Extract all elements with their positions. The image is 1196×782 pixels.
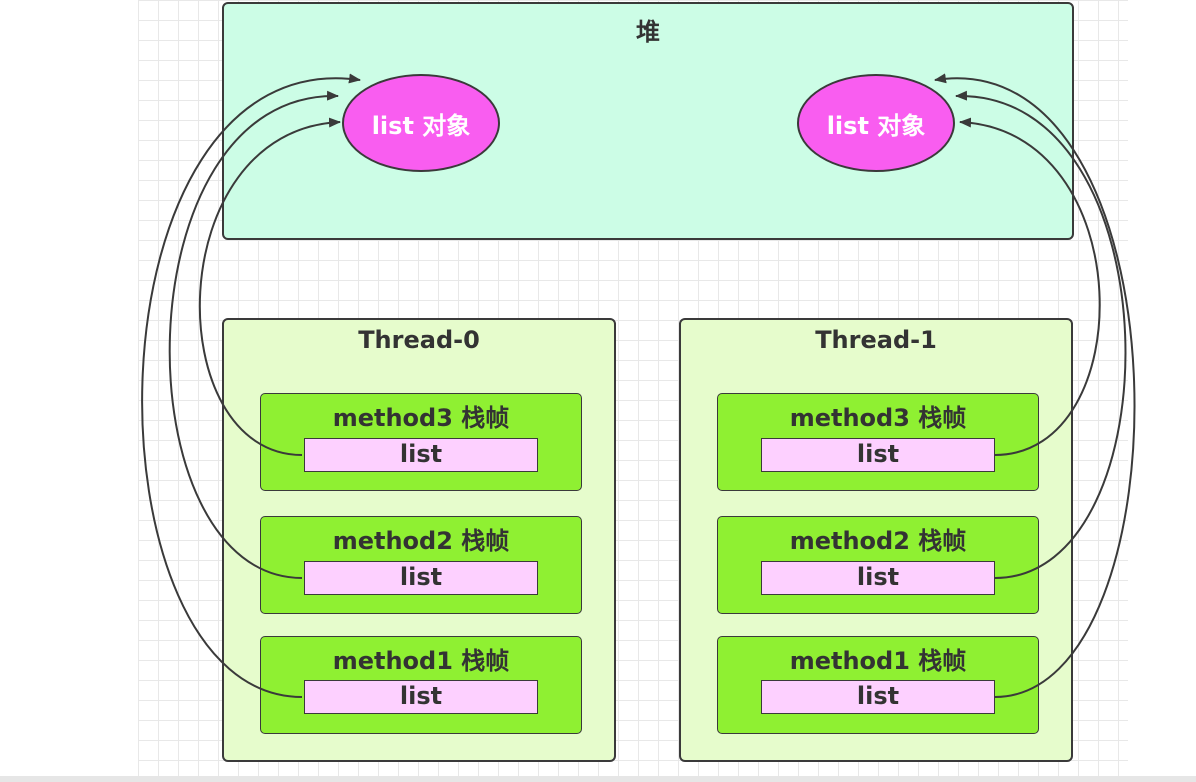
frame-title: method1 栈帧 — [332, 647, 510, 675]
frame-title: method3 栈帧 — [332, 404, 510, 432]
list-object-0-label: list 对象 — [371, 111, 471, 140]
arrow-t1-method1 — [934, 73, 1136, 698]
heap-title: 堆 — [636, 18, 660, 46]
variable-label: list — [856, 682, 900, 710]
variable-label: list — [399, 563, 443, 591]
arrow-t0-method1 — [141, 73, 361, 698]
arrow-t1-method2 — [955, 90, 1127, 579]
list-object-1-label: list 对象 — [826, 111, 926, 140]
thread-0-frame-method1-list: list — [304, 680, 538, 714]
list-object-1: list 对象 — [797, 74, 955, 172]
thread-1-frame-method3-list: list — [761, 438, 995, 472]
arrow-t1-method3 — [959, 117, 1101, 456]
variable-label: list — [856, 440, 900, 468]
thread-0-title: Thread-0 — [358, 326, 480, 354]
thread-1-frame-method2-list: list — [761, 561, 995, 595]
frame-title: method2 栈帧 — [332, 527, 510, 555]
thread-0-frame-method3-list: list — [304, 438, 538, 472]
variable-label: list — [856, 563, 900, 591]
thread-1-title: Thread-1 — [815, 326, 937, 354]
thread-0-frame-method2-list: list — [304, 561, 538, 595]
bottom-scrollbar-strip — [0, 776, 1196, 782]
frame-title: method2 栈帧 — [789, 527, 967, 555]
arrow-t0-method3 — [198, 117, 341, 456]
list-object-0: list 对象 — [342, 74, 500, 172]
frame-title: method3 栈帧 — [789, 404, 967, 432]
variable-label: list — [399, 682, 443, 710]
frame-title: method1 栈帧 — [789, 647, 967, 675]
arrow-t0-method2 — [168, 90, 339, 579]
thread-1-frame-method1-list: list — [761, 680, 995, 714]
variable-label: list — [399, 440, 443, 468]
